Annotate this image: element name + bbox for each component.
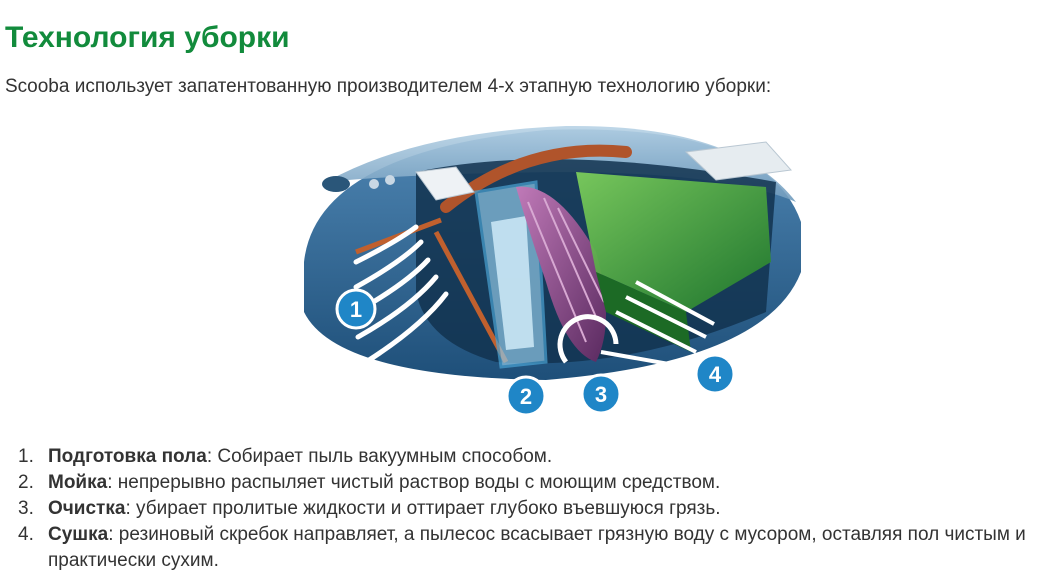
list-item: 2. Мойка: непрерывно распыляет чистый рас…: [18, 470, 1048, 496]
step-term: Подготовка пола: [48, 446, 207, 467]
intro-text: Scooba использует запатентованную произв…: [5, 76, 772, 97]
step-text: : убирает пролитые жидкости и оттирает г…: [125, 498, 721, 519]
badge-4: 4: [694, 353, 736, 395]
svg-text:3: 3: [595, 382, 607, 407]
step-number: 3.: [18, 498, 34, 519]
list-item: 3. Очистка: убирает пролитые жидкости и о…: [18, 496, 1048, 522]
step-term: Мойка: [48, 472, 108, 493]
robot-illustration: 1 2 3 4: [296, 112, 816, 422]
page-title: Технология уборки: [5, 21, 290, 54]
list-item: 1. Подготовка пола: Собирает пыль вакуумн…: [18, 444, 1048, 470]
svg-text:1: 1: [350, 297, 362, 322]
step-number: 4.: [18, 524, 34, 545]
list-item: 4. Сушка: резиновый скребок направляет, а…: [18, 522, 1048, 574]
step-text: : Собирает пыль вакуумным способом.: [206, 446, 553, 467]
step-number: 1.: [18, 446, 34, 467]
step-term: Очистка: [48, 498, 126, 519]
step-text: : непрерывно распыляет чистый раствор во…: [107, 472, 721, 493]
step-term: Сушка: [48, 524, 109, 545]
steps-list: 1. Подготовка пола: Собирает пыль вакуумн…: [18, 444, 1048, 574]
step-number: 2.: [18, 472, 34, 493]
badge-1: 1: [335, 288, 377, 330]
badge-2: 2: [505, 375, 547, 417]
badge-3: 3: [580, 373, 622, 415]
squeegee-pad: [576, 172, 771, 352]
rotation-arrow: [557, 314, 619, 364]
svg-text:2: 2: [520, 384, 532, 409]
svg-text:4: 4: [709, 362, 722, 387]
step-text: : резиновый скребок направляет, а пылесо…: [48, 524, 1026, 571]
